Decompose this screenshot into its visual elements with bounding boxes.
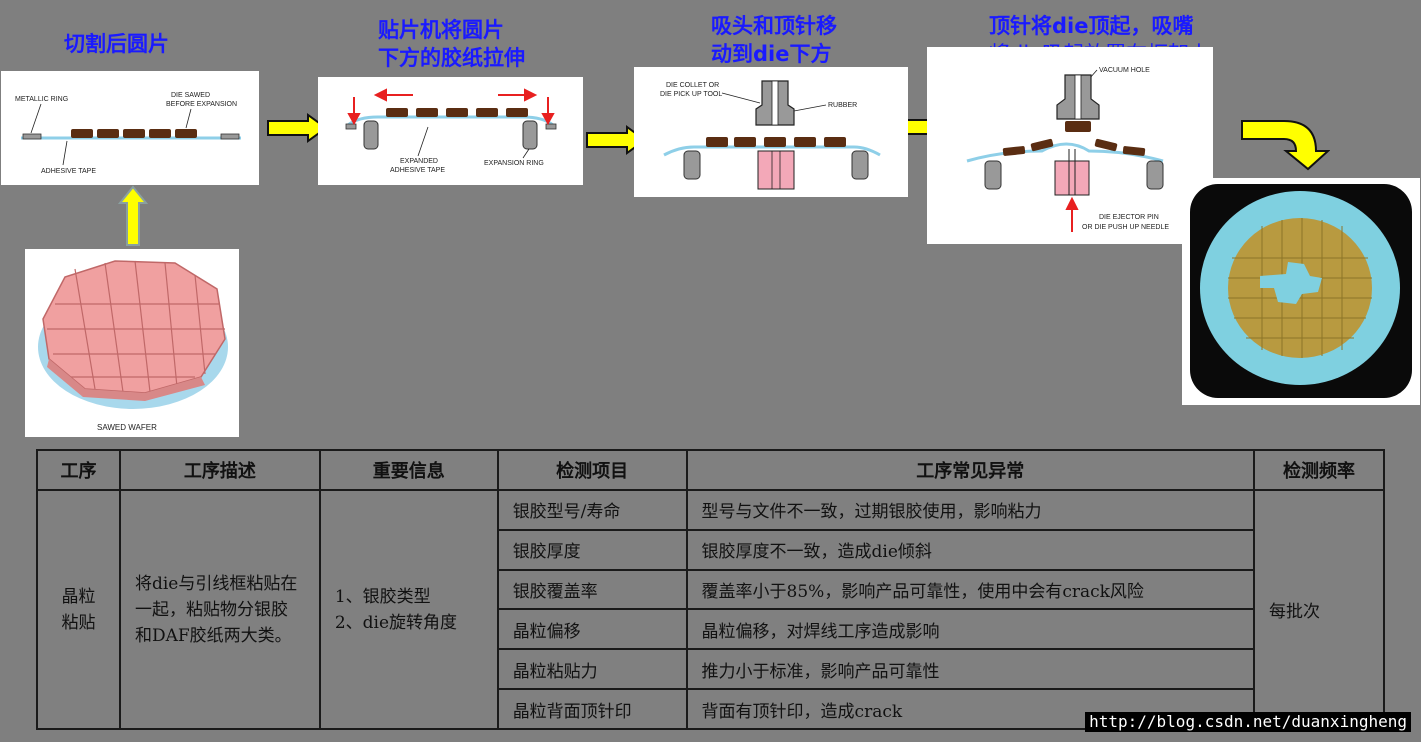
header-inspection-item: 检测项目 xyxy=(496,449,688,491)
table-row: 晶粒偏移 晶粒偏移，对焊线工序造成影响 xyxy=(37,608,1384,651)
up-arrow-icon xyxy=(117,185,149,251)
common-issue: 银胶厚度不一致，造成die倾斜 xyxy=(685,528,1256,571)
table-row: 晶粒背面顶针印 背面有顶针印，造成crack xyxy=(37,688,1384,730)
header-common-issues: 工序常见异常 xyxy=(685,449,1256,491)
svg-text:ADHESIVE TAPE: ADHESIVE TAPE xyxy=(390,167,445,174)
table-row: 晶粒粘贴力 推力小于标准，影响产品可靠性 xyxy=(37,648,1384,691)
watermark-url: http://blog.csdn.net/duanxingheng xyxy=(1085,712,1411,732)
table-row: 银胶厚度 银胶厚度不一致，造成die倾斜 xyxy=(37,528,1384,571)
process-table: 工序 工序描述 重要信息 检测项目 工序常见异常 检测频率 晶粒 粘贴 将die… xyxy=(36,449,1385,730)
common-issue: 推力小于标准，影响产品可靠性 xyxy=(685,648,1256,691)
svg-text:METALLIC RING: METALLIC RING xyxy=(15,96,68,103)
table-row: 银胶覆盖率 覆盖率小于85%，影响产品可靠性，使用中会有crack风险 xyxy=(37,568,1384,611)
svg-text:DIE PICK UP TOOL: DIE PICK UP TOOL xyxy=(660,91,722,98)
common-issue: 型号与文件不一致，过期银胶使用，影响粘力 xyxy=(685,489,1256,531)
svg-text:SAWED WAFER: SAWED WAFER xyxy=(97,423,157,432)
curved-down-arrow-icon xyxy=(1238,115,1331,175)
header-description: 工序描述 xyxy=(118,449,321,491)
panel-collet-and-pin: DIE COLLET OR DIE PICK UP TOOL RUBBER xyxy=(634,67,908,197)
header-process: 工序 xyxy=(36,449,121,491)
panel-tape-expansion: EXPANDED ADHESIVE TAPE EXPANSION RING xyxy=(318,77,583,185)
step1-title: 切割后圆片 xyxy=(64,32,169,56)
key-info: 1、银胶类型 2、die旋转角度 xyxy=(318,489,499,730)
svg-text:BEFORE EXPANSION: BEFORE EXPANSION xyxy=(166,101,237,108)
die-on-frame-photo xyxy=(1182,178,1420,405)
panel-eject-and-pickup: VACUUM HOLE DIE EJECTOR PIN OR DIE PUSH … xyxy=(927,47,1213,244)
svg-text:VACUUM HOLE: VACUUM HOLE xyxy=(1099,67,1150,74)
svg-text:EXPANDED: EXPANDED xyxy=(400,158,438,165)
svg-text:RUBBER: RUBBER xyxy=(828,102,857,109)
svg-text:DIE SAWED: DIE SAWED xyxy=(171,92,210,99)
svg-text:DIE COLLET OR: DIE COLLET OR xyxy=(666,82,719,89)
header-key-info: 重要信息 xyxy=(318,449,499,491)
svg-text:ADHESIVE TAPE: ADHESIVE TAPE xyxy=(41,168,96,175)
inspection-item: 银胶型号/寿命 xyxy=(496,489,688,531)
inspection-item: 晶粒偏移 xyxy=(496,608,688,651)
step3-title: 吸头和顶针移动到die下方 xyxy=(711,14,837,66)
svg-text:OR DIE PUSH UP NEEDLE: OR DIE PUSH UP NEEDLE xyxy=(1082,224,1169,231)
right-arrow-icon xyxy=(266,113,328,147)
inspection-frequency: 每批次 xyxy=(1253,489,1385,730)
header-frequency: 检测频率 xyxy=(1253,449,1385,491)
inspection-item: 银胶厚度 xyxy=(496,528,688,571)
sawed-wafer-image: SAWED WAFER xyxy=(25,249,239,437)
process-name: 晶粒 粘贴 xyxy=(36,489,121,730)
table-row: 晶粒 粘贴 将die与引线框粘贴在一起，粘贴物分银胶和DAF胶纸两大类。 1、银… xyxy=(36,489,1385,730)
svg-text:DIE EJECTOR PIN: DIE EJECTOR PIN xyxy=(1099,214,1159,221)
table-header-row: 工序 工序描述 重要信息 检测项目 工序常见异常 检测频率 xyxy=(36,449,1385,491)
inspection-item: 银胶覆盖率 xyxy=(496,568,688,611)
panel-sawed-wafer-cross-section: METALLIC RING DIE SAWED BEFORE EXPANSION… xyxy=(1,71,259,185)
process-description: 将die与引线框粘贴在一起，粘贴物分银胶和DAF胶纸两大类。 xyxy=(118,489,321,730)
common-issue: 覆盖率小于85%，影响产品可靠性，使用中会有crack风险 xyxy=(685,568,1256,611)
inspection-item: 晶粒粘贴力 xyxy=(496,648,688,691)
svg-text:EXPANSION RING: EXPANSION RING xyxy=(484,160,544,167)
common-issue: 晶粒偏移，对焊线工序造成影响 xyxy=(685,608,1256,651)
step2-title: 贴片机将圆片下方的胶纸拉伸 xyxy=(378,18,525,70)
inspection-item: 晶粒背面顶针印 xyxy=(496,688,688,730)
